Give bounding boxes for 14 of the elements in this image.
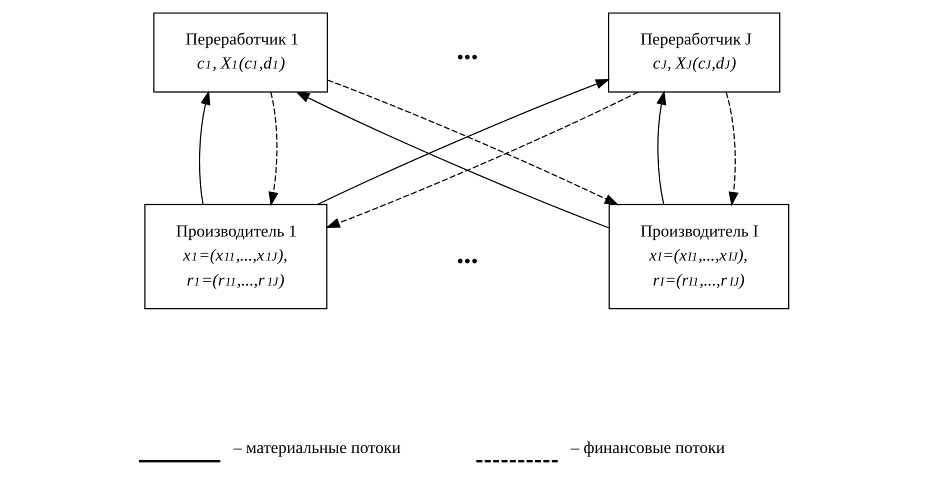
label: ...: [456, 34, 478, 66]
arrow: [295, 91, 609, 228]
arrow: [326, 92, 638, 228]
arrow: [726, 92, 739, 206]
arrow: [198, 90, 210, 205]
node-box: Переработчик 1 c1, X1(c1,d1): [153, 12, 328, 93]
label: ...: [456, 238, 478, 270]
legend-label: – материальные потоки: [233, 438, 401, 458]
node-box: Производитель 1 x1=(x11,...,x1J), r1=(r11,...,r1J): [144, 204, 328, 310]
node-box: Переработчик J cJ, XJ(cJ,dJ): [608, 12, 780, 93]
arrow: [656, 90, 666, 205]
node-box: Производитель I xI=(xI1,...,xIJ), rI=(rI1,...,rIJ): [608, 204, 790, 310]
legend-label: – финансовые потоки: [570, 438, 725, 458]
arrow: [268, 92, 278, 206]
